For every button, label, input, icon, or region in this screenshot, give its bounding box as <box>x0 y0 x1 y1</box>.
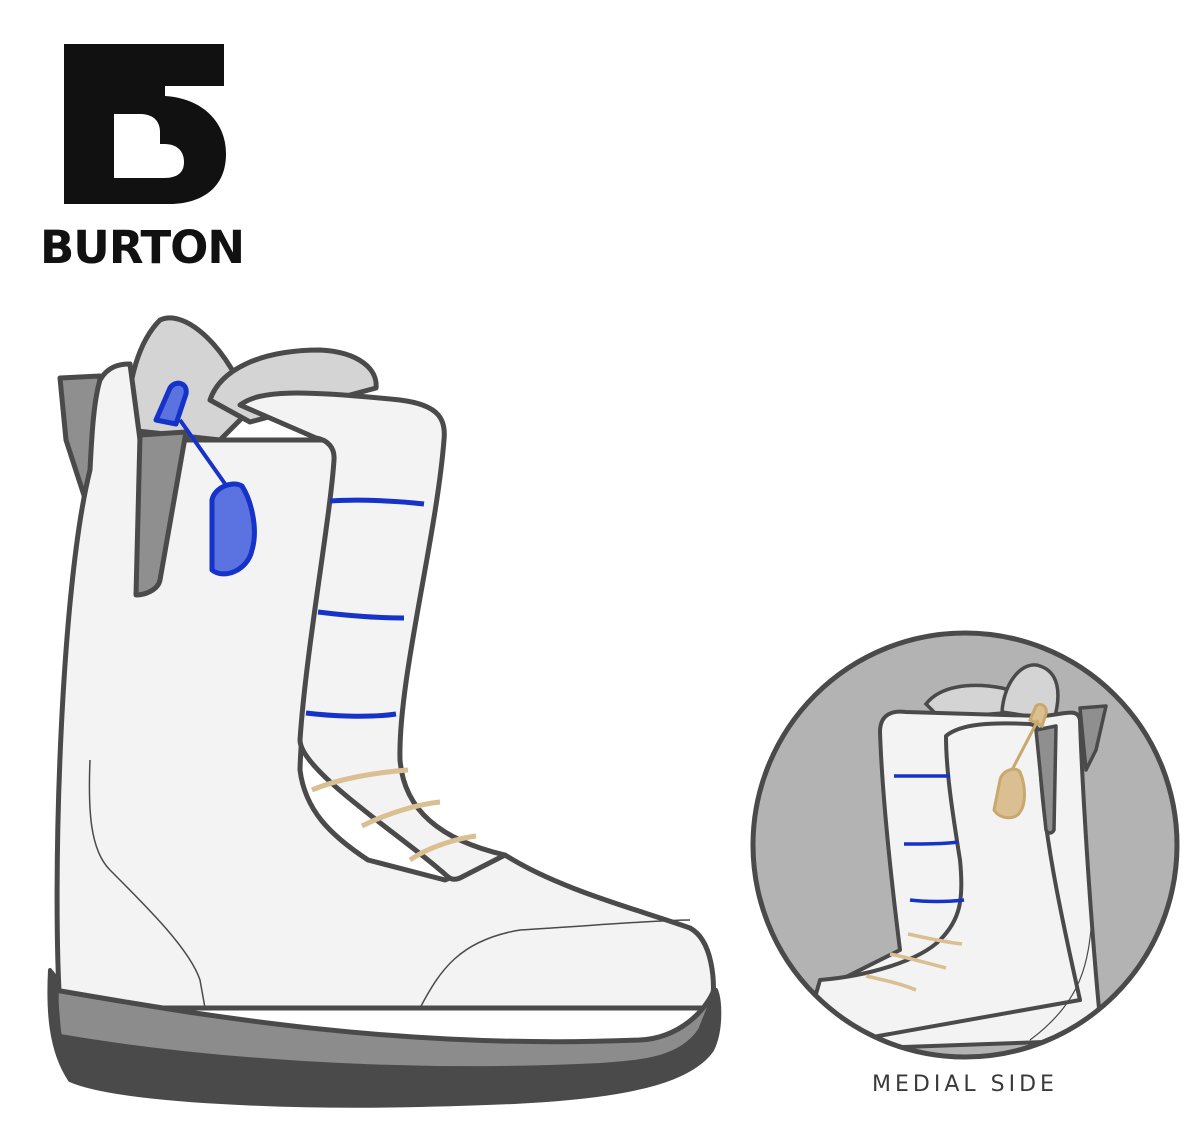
medial-side-inset <box>740 620 1190 1070</box>
speed-lace-cord <box>178 418 230 490</box>
heel-seam <box>88 759 206 1009</box>
tongue-panel <box>237 390 508 882</box>
boot-lateral-illustration <box>47 315 722 1108</box>
toe-seam <box>419 919 691 1009</box>
brand-logo: BURTON <box>40 40 250 275</box>
tan-lace-line-1 <box>311 767 409 793</box>
boot-medial-illustration <box>750 630 1180 1060</box>
boot-lateral-view <box>0 290 740 1120</box>
speed-lace-upper-tab <box>153 380 189 427</box>
lace-line-2 <box>317 609 405 621</box>
brand-wordmark: BURTON <box>40 221 245 274</box>
outsole <box>47 968 722 1108</box>
lace-guard <box>133 429 189 598</box>
burton-logo-icon <box>64 44 226 204</box>
lace-line-3 <box>305 710 397 719</box>
inset-caption: MEDIAL SIDE <box>872 1072 1058 1097</box>
tan-lace-line-2 <box>360 799 441 829</box>
tan-lace-line-3 <box>408 833 477 863</box>
lace-line-1 <box>329 497 425 507</box>
speed-lace-pull-handle <box>209 481 257 577</box>
inset-frame <box>750 630 1180 1060</box>
